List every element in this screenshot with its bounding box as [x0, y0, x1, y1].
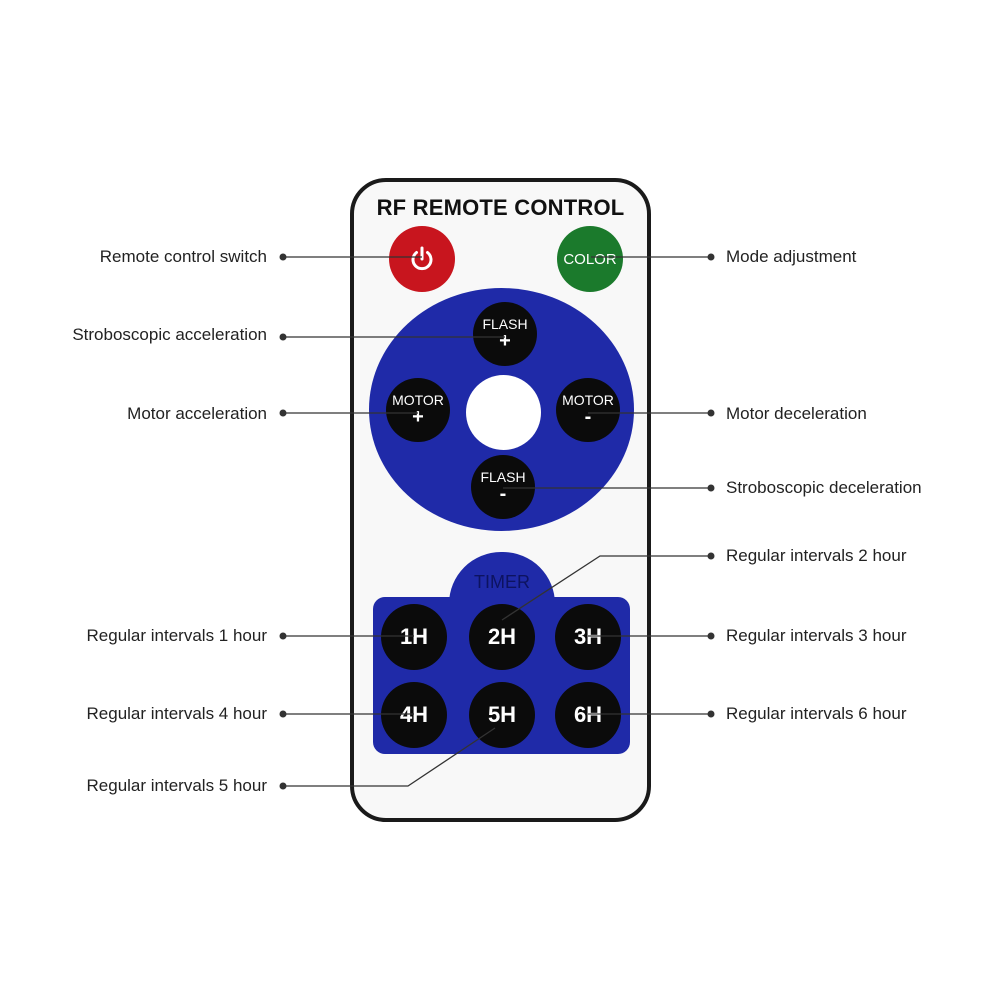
- timer-6h-button[interactable]: 6H: [555, 682, 621, 748]
- power-button[interactable]: [389, 226, 455, 292]
- plus-symbol: +: [412, 406, 424, 429]
- flash-plus-button[interactable]: FLASH +: [473, 302, 537, 366]
- label-interval-3: Regular intervals 3 hour: [726, 626, 907, 645]
- minus-symbol: -: [499, 483, 507, 506]
- callout-dot: [279, 409, 287, 417]
- label-interval-1: Regular intervals 1 hour: [86, 626, 267, 645]
- callout-dot: [707, 552, 715, 560]
- callout-line-interval-2: [501, 555, 711, 621]
- label-motor-accel: Motor acceleration: [127, 404, 267, 423]
- callout-dot: [707, 484, 715, 492]
- label-mode-adjustment: Mode adjustment: [726, 247, 857, 266]
- callout-dot: [707, 710, 715, 718]
- label-interval-5: Regular intervals 5 hour: [86, 776, 267, 795]
- label-strobe-accel: Stroboscopic acceleration: [72, 325, 267, 344]
- timer-2h-button[interactable]: 2H: [469, 604, 535, 670]
- callout-dot: [279, 333, 287, 341]
- minus-symbol: -: [584, 406, 592, 429]
- callout-line-interval-5: [283, 727, 496, 787]
- timer-5h-button[interactable]: 5H: [469, 682, 535, 748]
- label-motor-decel: Motor deceleration: [726, 404, 867, 423]
- flash-minus-label: FLASH: [480, 468, 526, 485]
- remote-title: RF REMOTE CONTROL: [376, 195, 625, 220]
- label-interval-4: Regular intervals 4 hour: [86, 704, 267, 723]
- callout-dot: [279, 632, 287, 640]
- callout-dot: [707, 409, 715, 417]
- label-interval-6: Regular intervals 6 hour: [726, 704, 907, 723]
- motor-minus-button[interactable]: MOTOR -: [556, 378, 620, 442]
- timer-1h-button[interactable]: 1H: [381, 604, 447, 670]
- callout-dot: [707, 253, 715, 261]
- plus-symbol: +: [499, 330, 511, 353]
- callout-dot: [707, 632, 715, 640]
- motor-minus-label: MOTOR: [562, 391, 614, 408]
- label-strobe-decel: Stroboscopic deceleration: [726, 478, 922, 497]
- motor-plus-label: MOTOR: [392, 391, 444, 408]
- flash-plus-label: FLASH: [482, 315, 528, 332]
- callout-dot: [279, 710, 287, 718]
- control-pad-center: [466, 375, 541, 450]
- motor-plus-button[interactable]: MOTOR +: [386, 378, 450, 442]
- flash-minus-button[interactable]: FLASH -: [471, 455, 535, 519]
- label-interval-2: Regular intervals 2 hour: [726, 546, 907, 565]
- color-button[interactable]: COLOR: [557, 226, 623, 292]
- timer-label: TIMER: [474, 572, 530, 592]
- callout-dot: [279, 782, 287, 790]
- label-remote-switch: Remote control switch: [99, 247, 267, 266]
- timer-4h-button[interactable]: 4H: [381, 682, 447, 748]
- callout-dot: [279, 253, 287, 261]
